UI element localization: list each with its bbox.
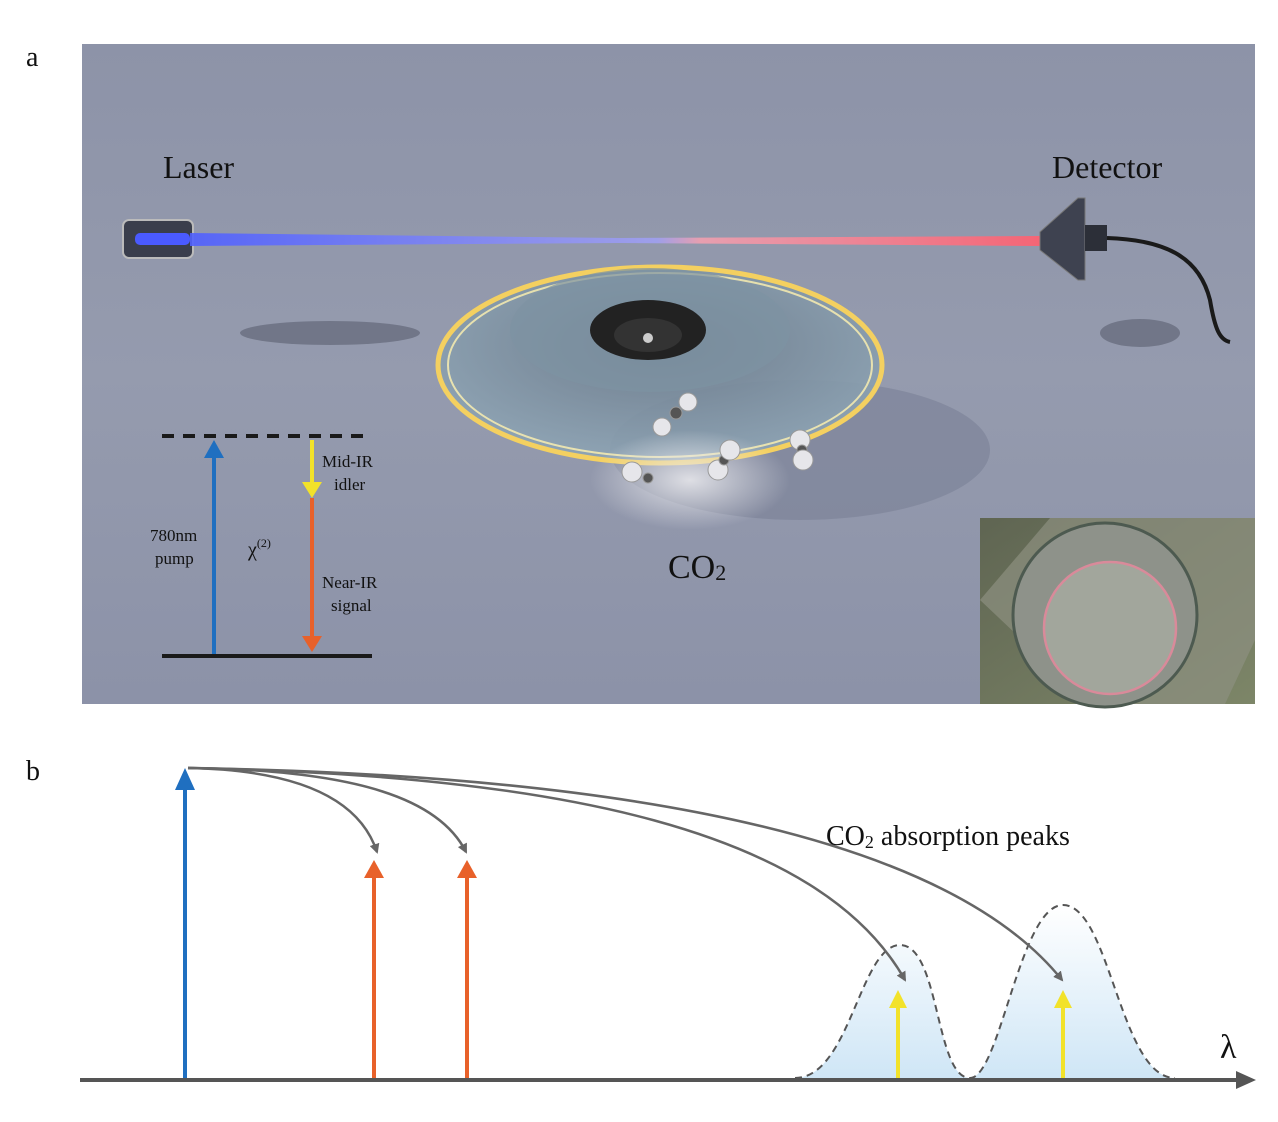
absorption-peaks bbox=[794, 903, 1176, 1080]
signal-label-1: Near-IR bbox=[322, 573, 378, 592]
co2-absorption-peaks-label: CO2 absorption peaks bbox=[826, 821, 1070, 852]
idler-label-1: Mid-IR bbox=[322, 452, 374, 471]
laser bbox=[122, 219, 194, 259]
axis-arrowhead-icon bbox=[1236, 1071, 1256, 1089]
panel-b-label: b bbox=[26, 756, 40, 787]
pump-label-2: pump bbox=[155, 549, 194, 568]
idler-line-2-arrowhead-icon bbox=[1054, 990, 1072, 1008]
microresonator bbox=[435, 264, 885, 466]
peak-outline bbox=[794, 903, 1176, 1080]
co2-molecules bbox=[621, 392, 814, 484]
peak-fill bbox=[795, 905, 1175, 1078]
pump-arrowhead-icon bbox=[204, 440, 224, 458]
co2-label: CO2 bbox=[668, 549, 726, 586]
laser-beam bbox=[190, 233, 1040, 246]
signal-label-2: signal bbox=[331, 596, 372, 615]
curve-to-idler-1 bbox=[187, 766, 907, 982]
gas-cloud bbox=[590, 430, 790, 530]
signal-line-2-arrowhead-icon bbox=[457, 860, 477, 878]
pump-label-1: 780nm bbox=[150, 526, 197, 545]
signal-arrowhead-icon bbox=[302, 636, 322, 652]
conversion-curves bbox=[187, 766, 1064, 982]
signal-line-1-arrowhead-icon bbox=[364, 860, 384, 878]
detector bbox=[1039, 197, 1231, 344]
curve-to-signal-1 bbox=[187, 766, 380, 854]
detector-shadow bbox=[1100, 319, 1180, 347]
detector-label: Detector bbox=[1052, 149, 1163, 185]
pump-line-arrowhead-icon bbox=[175, 768, 195, 790]
chi2-label: χ(2) bbox=[247, 536, 271, 561]
resonator-micrograph-inset bbox=[980, 518, 1255, 709]
energy-level-diagram: 780nm pump χ(2) Mid-IR idler Near-IR sig… bbox=[150, 434, 378, 658]
idler-label-2: idler bbox=[334, 475, 365, 494]
idler-line-1-arrowhead-icon bbox=[889, 990, 907, 1008]
panel-a-label: a bbox=[26, 42, 39, 73]
curve-to-idler-2 bbox=[187, 766, 1064, 982]
idler-arrowhead-icon bbox=[302, 482, 322, 498]
laser-label: Laser bbox=[163, 149, 234, 185]
laser-shadow bbox=[240, 321, 420, 345]
wavelength-axis-label: λ bbox=[1220, 1029, 1237, 1066]
